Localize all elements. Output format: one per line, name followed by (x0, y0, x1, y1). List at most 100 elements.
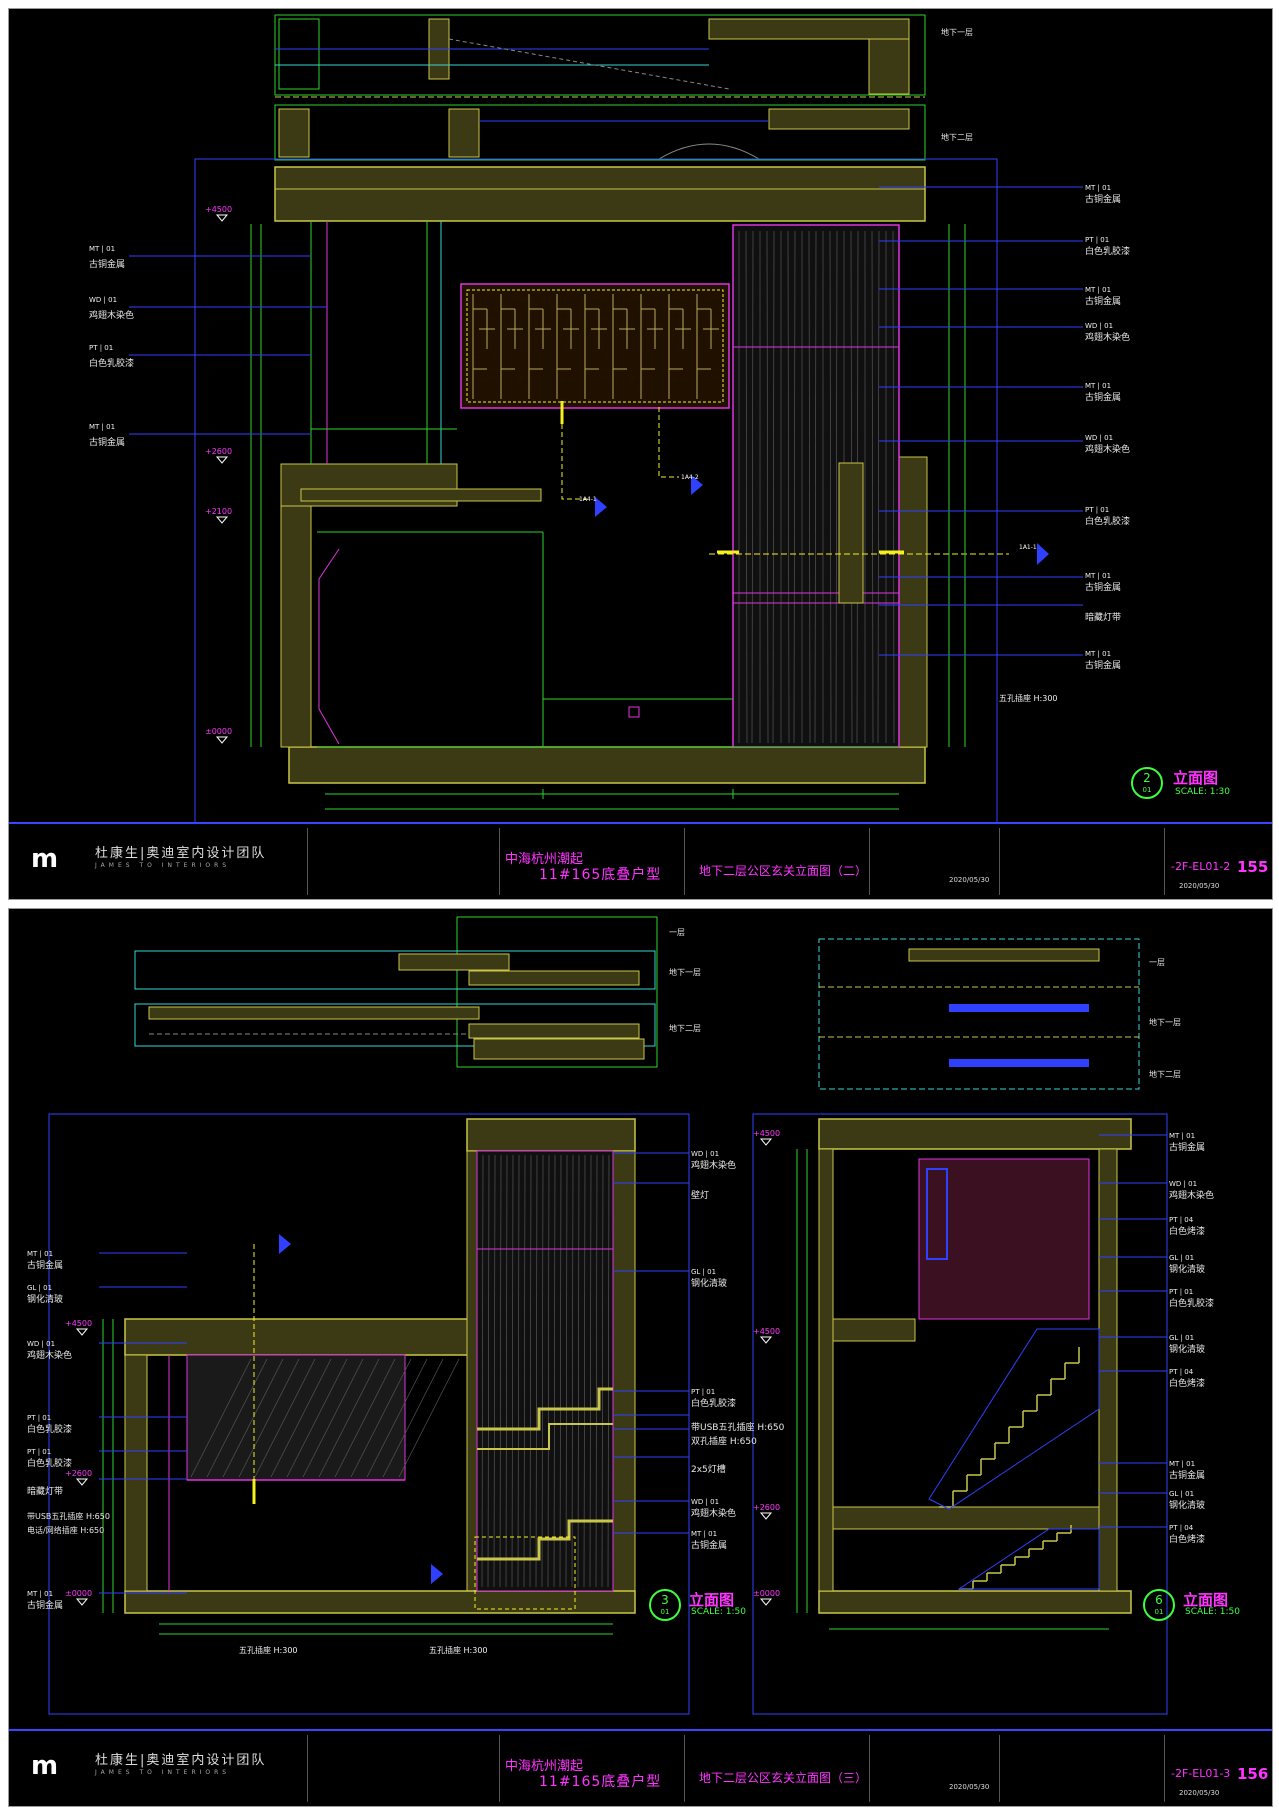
elevation-mark: 2 01 (1131, 767, 1163, 799)
date: 2020/05/30 (1179, 1789, 1220, 1797)
material-code: WD | 01 (89, 296, 118, 304)
elevation-title: 立面图 (1173, 769, 1219, 787)
material-label: 鸡翅木染色 (1085, 333, 1131, 343)
level-label: 地下一层 (1149, 1018, 1181, 1027)
material-code: PT | 01 (691, 1388, 716, 1396)
title-block: m 杜康生|奥迪室内设计团队 JAMES TO INTERIORS 中海杭州潮起… (9, 1729, 1272, 1806)
material-label: 钢化清玻 (1169, 1265, 1206, 1275)
firm-name: 杜康生|奥迪室内设计团队 (95, 1753, 267, 1768)
material-label: 钢化清玻 (691, 1279, 728, 1289)
project-label: 中海杭州潮起 (505, 852, 584, 867)
material-label: 双孔插座 H:650 (691, 1437, 757, 1447)
material-code: MT | 01 (1085, 382, 1112, 390)
material-label: 鸡翅木染色 (1169, 1191, 1215, 1201)
page-number: 155 (1237, 858, 1269, 876)
material-label: 古铜金属 (1085, 661, 1122, 671)
elevation-mark: 3 01 (649, 1589, 681, 1621)
socket-note: 五孔插座 H:300 (429, 1646, 488, 1655)
page-number: 156 (1237, 1765, 1269, 1783)
material-label: 钢化清玻 (27, 1295, 64, 1305)
material-code: MT | 01 (89, 245, 116, 253)
elevation-title: 立面图 (1183, 1591, 1229, 1609)
material-label: 鸡翅木染色 (89, 311, 135, 321)
elev-mark: +2100 (205, 507, 233, 516)
material-label: 白色烤漆 (1169, 1227, 1206, 1237)
svg-text:1A4-2: 1A4-2 (681, 474, 699, 481)
level-label: 一层 (1149, 958, 1165, 967)
material-code: PT | 01 (89, 344, 114, 352)
drawing-title: 地下二层公区玄关立面图（三） (699, 1771, 868, 1785)
material-label: 古铜金属 (1085, 297, 1122, 307)
elev-mark: +4500 (753, 1129, 781, 1138)
drawing-title: 地下二层公区玄关立面图（二） (699, 864, 868, 878)
drawing-number: -2F-EL01-2 (1171, 860, 1231, 873)
material-label: 白色乳胶漆 (89, 359, 135, 369)
material-code: MT | 01 (1085, 572, 1112, 580)
material-label: 带USB五孔插座 H:650 (691, 1423, 785, 1433)
material-code: GL | 01 (1169, 1334, 1195, 1342)
material-label: 鸡翅木染色 (27, 1351, 73, 1361)
elev-mark: +4500 (65, 1319, 93, 1328)
title-block: m 杜康生|奥迪室内设计团队 JAMES TO INTERIORS 中海杭州潮起… (9, 822, 1272, 899)
project-name: 11#165底叠户型 (539, 1774, 662, 1790)
elev-mark: ±0000 (753, 1589, 781, 1598)
logo-m-icon: m (31, 1751, 59, 1781)
project-name: 11#165底叠户型 (539, 867, 662, 883)
material-label: 古铜金属 (691, 1541, 728, 1551)
material-label: 白色烤漆 (1169, 1379, 1206, 1389)
material-label: 鸡翅木染色 (691, 1509, 737, 1519)
material-code: WD | 01 (691, 1150, 720, 1158)
material-label: 古铜金属 (1169, 1143, 1206, 1153)
elevation-scale: SCALE: 1:50 (691, 1607, 746, 1617)
material-code: PT | 01 (1169, 1288, 1194, 1296)
material-code: MT | 01 (27, 1250, 54, 1258)
level-label: 地下二层 (669, 1024, 701, 1033)
material-label: 钢化清玻 (1169, 1501, 1206, 1511)
material-code: MT | 01 (1085, 650, 1112, 658)
level-label: 地下一层 (669, 968, 701, 977)
socket-note: 五孔插座 H:300 (999, 694, 1058, 703)
material-label: 白色乳胶漆 (27, 1459, 73, 1469)
material-label: 钢化清玻 (1169, 1345, 1206, 1355)
material-code: WD | 01 (1169, 1180, 1198, 1188)
material-label: 古铜金属 (1169, 1471, 1206, 1481)
firm-name-en: JAMES TO INTERIORS (95, 862, 231, 869)
socket-note: 五孔插座 H:300 (239, 1646, 298, 1655)
material-code: PT | 01 (27, 1414, 52, 1422)
material-label: 鸡翅木染色 (691, 1161, 737, 1171)
elev-mark: ±0000 (205, 727, 233, 736)
material-code: PT | 01 (1085, 506, 1110, 514)
material-label: 白色烤漆 (1169, 1535, 1206, 1545)
material-code: WD | 01 (691, 1498, 720, 1506)
elev-mark: +4500 (205, 205, 233, 214)
elevation-drawing-2: 1A4-1 1A4-2 1A1-1 (129, 14, 1083, 824)
material-code: MT | 01 (1169, 1460, 1196, 1468)
material-label: 2x5灯槽 (691, 1465, 726, 1475)
material-label: 白色乳胶漆 (1169, 1299, 1215, 1309)
material-label: 暗藏灯带 (27, 1487, 64, 1497)
firm-name-en: JAMES TO INTERIORS (95, 1769, 231, 1776)
elevation-title: 立面图 (689, 1591, 735, 1609)
material-label: 白色乳胶漆 (27, 1425, 73, 1435)
material-label: 古铜金属 (27, 1601, 64, 1611)
material-code: MT | 01 (1085, 286, 1112, 294)
date: 2020/05/30 (949, 1783, 990, 1791)
material-code: MT | 01 (691, 1530, 718, 1538)
logo-m-icon: m (31, 844, 59, 874)
material-label: 古铜金属 (27, 1261, 64, 1271)
svg-text:1A1-1: 1A1-1 (1019, 544, 1037, 551)
material-code: MT | 01 (27, 1590, 54, 1598)
drawing-number: -2F-EL01-3 (1171, 1767, 1231, 1780)
material-label: 鸡翅木染色 (1085, 445, 1131, 455)
material-code: PT | 04 (1169, 1368, 1194, 1376)
socket-note: 带USB五孔插座 H:650 (27, 1512, 110, 1521)
material-label: 暗藏灯带 (1085, 613, 1122, 623)
elev-mark: +2600 (753, 1503, 781, 1512)
elev-mark: +2600 (205, 447, 233, 456)
socket-note: 电话/网络插座 H:650 (27, 1526, 105, 1535)
elev-mark: +2600 (65, 1469, 93, 1478)
elevation-scale: SCALE: 1:30 (1175, 787, 1230, 797)
material-label: 古铜金属 (1085, 393, 1122, 403)
date: 2020/05/30 (1179, 882, 1220, 890)
material-code: MT | 01 (89, 423, 116, 431)
